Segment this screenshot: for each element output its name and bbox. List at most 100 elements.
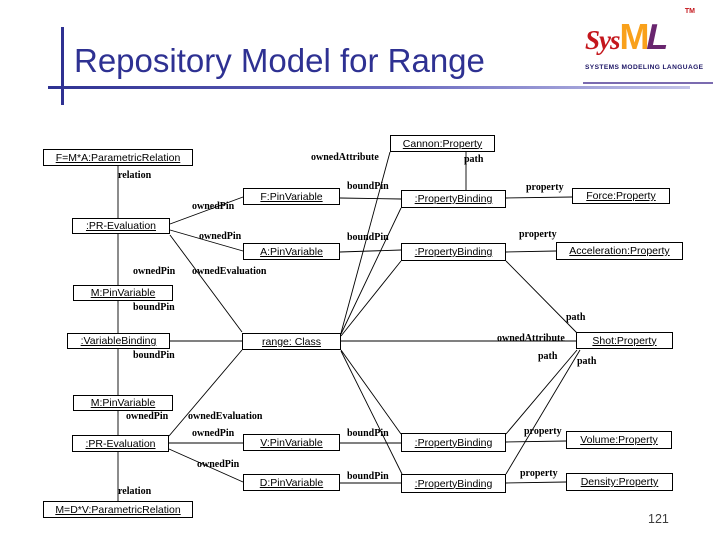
- edge-label-boundpin-a: boundPin: [347, 232, 389, 243]
- sysml-logo-word: SysML: [585, 16, 673, 58]
- node-label: :VariableBinding: [80, 335, 157, 347]
- edge-pb1-force-property: [505, 196, 573, 199]
- node-cannon-property: Cannon:Property: [390, 135, 495, 152]
- node-pr-evaluation-1: :PR-Evaluation: [72, 218, 170, 234]
- edge-label-boundpin-d: boundPin: [347, 471, 389, 482]
- edge-label-property-acceleration: property: [519, 229, 557, 240]
- node-volume-property: Volume:Property: [566, 431, 672, 449]
- node-label: Force:Property: [586, 190, 656, 202]
- node-label: A:PinVariable: [260, 245, 323, 258]
- edge-pr1-range-ownedevaluation: [169, 234, 243, 333]
- node-label: F:PinVariable: [260, 190, 323, 203]
- edge-pr1-fpin-ownedpin: [169, 196, 244, 225]
- edge-label-ownedpin-f: ownedPin: [192, 201, 235, 212]
- logo-caption: SYSTEMS MODELING LANGUAGE: [585, 64, 704, 71]
- edge-label-ownedevaluation-1: ownedEvaluation: [192, 266, 267, 277]
- node-f-pinvariable: F:PinVariable: [243, 188, 340, 205]
- node-property-binding-1: :PropertyBinding: [401, 190, 506, 208]
- edge-pr1-apin-ownedpin: [169, 229, 244, 252]
- edge-label-ownedpin-d: ownedPin: [197, 459, 240, 470]
- edge-range-pr2-ownedevaluation: [168, 349, 243, 437]
- edge-pb4-density-property: [505, 481, 567, 484]
- node-label: M:PinVariable: [90, 287, 156, 299]
- node-label: :PR-Evaluation: [85, 437, 156, 450]
- node-force-property: Force:Property: [572, 188, 670, 204]
- edge-label-ownedpin-v: ownedPin: [192, 428, 235, 439]
- node-variable-binding: :VariableBinding: [67, 333, 170, 349]
- edge-label-path-cannon: path: [464, 154, 484, 165]
- node-label: F=M*A:ParametricRelation: [55, 151, 181, 164]
- node-label: Acceleration:Property: [569, 245, 670, 257]
- edge-label-ownedattribute-shot: ownedAttribute: [497, 333, 565, 344]
- edge-label-ownedevaluation-2: ownedEvaluation: [188, 411, 263, 422]
- edge-label-relation-2: relation: [118, 486, 152, 497]
- sysml-logo: TM SysML SYSTEMS MODELING LANGUAGE: [585, 8, 703, 80]
- edge-label-property-density: property: [520, 468, 558, 479]
- edge-fpin-pb1-boundpin: [339, 197, 402, 200]
- edge-label-boundpin-m1: boundPin: [133, 302, 175, 313]
- node-label: M=D*V:ParametricRelation: [55, 503, 181, 516]
- page-number: 121: [648, 512, 669, 526]
- node-label: Density:Property: [580, 476, 659, 488]
- node-label: :PropertyBinding: [414, 477, 493, 490]
- edge-label-path-shot-top: path: [566, 312, 586, 323]
- node-m-pinvariable-1: M:PinVariable: [73, 285, 173, 301]
- node-property-binding-4: :PropertyBinding: [401, 474, 506, 493]
- trademark-label: TM: [684, 8, 695, 15]
- node-pr-evaluation-2: :PR-Evaluation: [72, 435, 169, 452]
- node-label: D:PinVariable: [259, 476, 324, 489]
- edge-pb3-volume-property: [505, 440, 567, 443]
- logo-underline-rule: [583, 82, 713, 84]
- node-label: M:PinVariable: [90, 397, 156, 409]
- edge-label-path-shot-pb3: path: [538, 351, 558, 362]
- title-underline-rule: [48, 86, 690, 89]
- node-shot-property: Shot:Property: [576, 332, 673, 349]
- edge-label-ownedattribute-cannon: ownedAttribute: [311, 152, 379, 163]
- edge-range-pb2: [340, 260, 402, 337]
- node-property-binding-3: :PropertyBinding: [401, 433, 506, 452]
- node-label: V:PinVariable: [260, 436, 323, 449]
- node-v-pinvariable: V:PinVariable: [243, 434, 340, 451]
- node-m-parametric-relation: M=D*V:ParametricRelation: [43, 501, 193, 518]
- node-d-pinvariable: D:PinVariable: [243, 474, 340, 491]
- edge-label-property-force: property: [526, 182, 564, 193]
- edge-label-ownedpin-m1: ownedPin: [133, 266, 176, 277]
- edge-label-boundpin-v: boundPin: [347, 428, 389, 439]
- edge-shot-pb4-path: [505, 349, 581, 475]
- edge-shot-pb3-path: [505, 349, 578, 435]
- edge-label-boundpin-f: boundPin: [347, 181, 389, 192]
- node-label: Shot:Property: [592, 334, 657, 347]
- edge-label-path-shot-pb4: path: [577, 356, 597, 367]
- node-label: range: Class: [262, 335, 321, 348]
- title-accent-bar: [61, 27, 64, 105]
- node-label: :PR-Evaluation: [85, 220, 157, 232]
- edge-range-pb1: [340, 207, 402, 335]
- edge-label-ownedpin-m2: ownedPin: [126, 411, 169, 422]
- edge-pb2-acceleration-property: [505, 250, 557, 253]
- edge-label-ownedpin-a: ownedPin: [199, 231, 242, 242]
- page-title: Repository Model for Range: [74, 42, 485, 79]
- node-label: :PropertyBinding: [414, 193, 493, 205]
- node-a-pinvariable: A:PinVariable: [243, 243, 340, 260]
- node-acceleration-property: Acceleration:Property: [556, 242, 683, 260]
- node-property-binding-2: :PropertyBinding: [401, 243, 506, 261]
- edge-apin-pb2-boundpin: [339, 249, 402, 253]
- edge-label-relation-1: relation: [118, 170, 152, 181]
- edge-label-boundpin-m2: boundPin: [133, 350, 175, 361]
- node-label: :PropertyBinding: [414, 436, 493, 449]
- edge-range-pb3: [340, 349, 402, 435]
- edge-pb2-shot-path: [505, 260, 578, 334]
- edge-range-pb4: [340, 350, 403, 475]
- edge-pr2-dpin-ownedpin: [168, 448, 244, 483]
- node-label: :PropertyBinding: [414, 246, 493, 258]
- node-f-parametric-relation: F=M*A:ParametricRelation: [43, 149, 193, 166]
- node-m-pinvariable-2: M:PinVariable: [73, 395, 173, 411]
- logo-sys-text: Sys: [585, 25, 621, 55]
- logo-m-text: M: [619, 16, 650, 57]
- node-range-class: range: Class: [242, 333, 341, 350]
- node-density-property: Density:Property: [566, 473, 673, 491]
- edge-label-property-volume: property: [524, 426, 562, 437]
